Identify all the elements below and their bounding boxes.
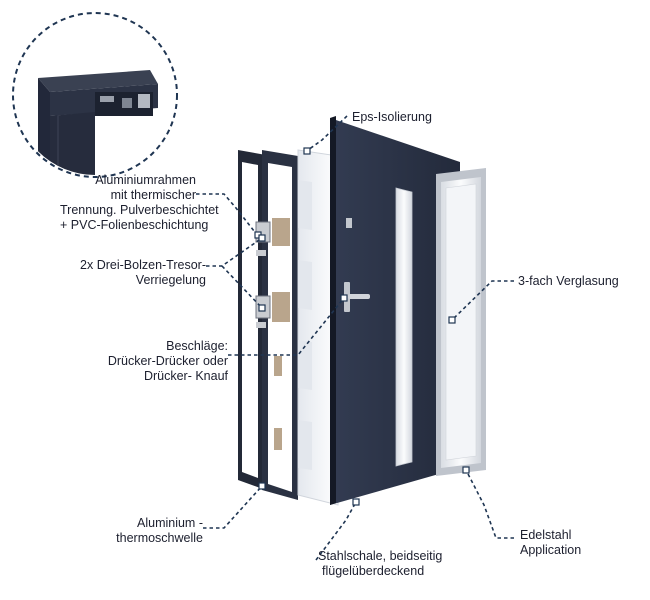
eps-insulation-layer — [297, 149, 339, 506]
aluminium-frame — [238, 150, 266, 490]
frame-inner-layer — [255, 150, 298, 500]
label-aluminium-frame: Aluminiumrahmen mit thermischer Trennung… — [60, 173, 219, 232]
glass-strip — [395, 187, 413, 467]
label-eps-insulation: Eps-Isolierung — [352, 110, 432, 124]
label-threshold: Aluminium - thermoschwelle — [116, 516, 203, 545]
lock-bolt-lower — [255, 292, 290, 322]
leader-dots — [254, 147, 470, 506]
label-locking: 2x Drei-Bolzen-Tresor- Verriegelung — [80, 258, 206, 287]
label-triple-glazing: 3-fach Verglasung — [518, 274, 619, 288]
label-stainless-steel: Edelstahl Application — [520, 528, 582, 557]
leader-lines — [196, 115, 514, 561]
frame-profile-inset — [12, 12, 178, 178]
label-fittings: Beschläge: Drücker-Drücker oder Drücker-… — [107, 339, 228, 383]
lock-bolt-upper — [255, 218, 290, 246]
stainless-steel-glazing-frame — [436, 168, 486, 476]
label-steel-shell: Stahlschale, beidseitig flügelüberdecken… — [318, 549, 443, 578]
